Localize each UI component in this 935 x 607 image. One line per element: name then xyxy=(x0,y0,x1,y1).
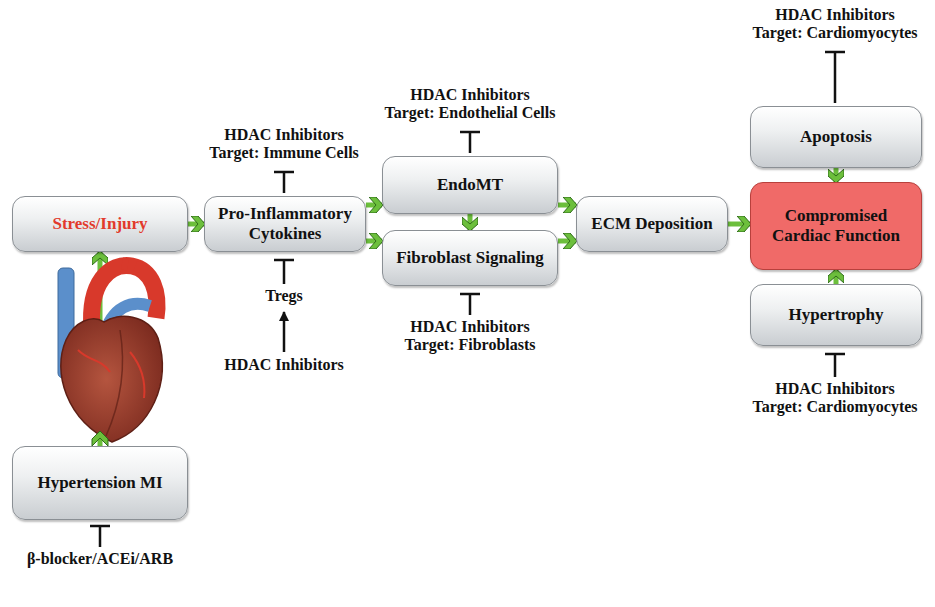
outcome-box: Compromised Cardiac Function xyxy=(750,182,922,270)
process-box: Apoptosis xyxy=(750,106,922,168)
annotation-label: HDAC Inhibitors Target: Immune Cells xyxy=(189,126,379,163)
process-box: EndoMT xyxy=(382,156,558,214)
process-box: Hypertension MI xyxy=(12,446,188,520)
box-label: Stress/Injury xyxy=(52,214,147,234)
box-label: Compromised Cardiac Function xyxy=(759,206,913,245)
annotation-label: HDAC Inhibitors xyxy=(209,356,359,374)
heart-illustration xyxy=(58,258,162,446)
process-box: Fibroblast Signaling xyxy=(382,230,558,286)
annotation-label: HDAC Inhibitors Target: Fibroblasts xyxy=(375,318,565,355)
annotation-label: β-blocker/ACEi/ARB xyxy=(5,550,195,568)
inhibition-bar xyxy=(90,526,110,547)
box-label: Fibroblast Signaling xyxy=(396,248,544,268)
flow-arrow xyxy=(366,239,382,244)
inhibition-bar xyxy=(460,294,480,315)
inhibition-symbols xyxy=(90,52,845,547)
annotation-label: HDAC Inhibitors Target: Endothelial Cell… xyxy=(363,86,578,123)
box-label: Apoptosis xyxy=(800,127,872,147)
annotation-label: HDAC Inhibitors Target: Cardiomyocytes xyxy=(735,380,935,417)
heart-body xyxy=(61,316,162,442)
flow-arrow xyxy=(366,203,382,208)
box-label: Hypertrophy xyxy=(788,305,883,325)
flow-arrow xyxy=(728,222,750,227)
inhibition-bar xyxy=(274,172,294,193)
flow-arrow xyxy=(468,214,473,230)
flow-arrow xyxy=(558,239,576,244)
chevron-arrow xyxy=(92,431,108,446)
coronary-vessels xyxy=(78,350,144,398)
flow-arrow xyxy=(834,168,839,182)
inhibition-bar xyxy=(825,52,845,103)
flow-arrow xyxy=(188,222,204,227)
process-box: Stress/Injury xyxy=(12,196,188,252)
annotation-label: HDAC Inhibitors Target: Cardiomyocytes xyxy=(735,6,935,43)
inhibition-bar xyxy=(274,260,294,284)
inhibition-bar xyxy=(460,132,480,153)
annotation-label: Tregs xyxy=(244,287,324,305)
flow-arrow xyxy=(558,203,576,208)
box-label: ECM Deposition xyxy=(591,214,712,234)
inhibition-bar xyxy=(825,354,845,377)
process-box: Pro-Inflammatory Cytokines xyxy=(204,196,366,252)
box-label: Pro-Inflammatory Cytokines xyxy=(213,204,357,243)
coronary-groove xyxy=(106,330,123,436)
activation-arrow xyxy=(283,312,286,352)
process-box: ECM Deposition xyxy=(576,196,728,252)
box-label: EndoMT xyxy=(437,175,503,195)
aortic-branches xyxy=(112,258,140,276)
flow-arrow xyxy=(834,270,839,284)
process-box: Hypertrophy xyxy=(750,284,922,346)
box-label: Hypertension MI xyxy=(37,473,162,493)
